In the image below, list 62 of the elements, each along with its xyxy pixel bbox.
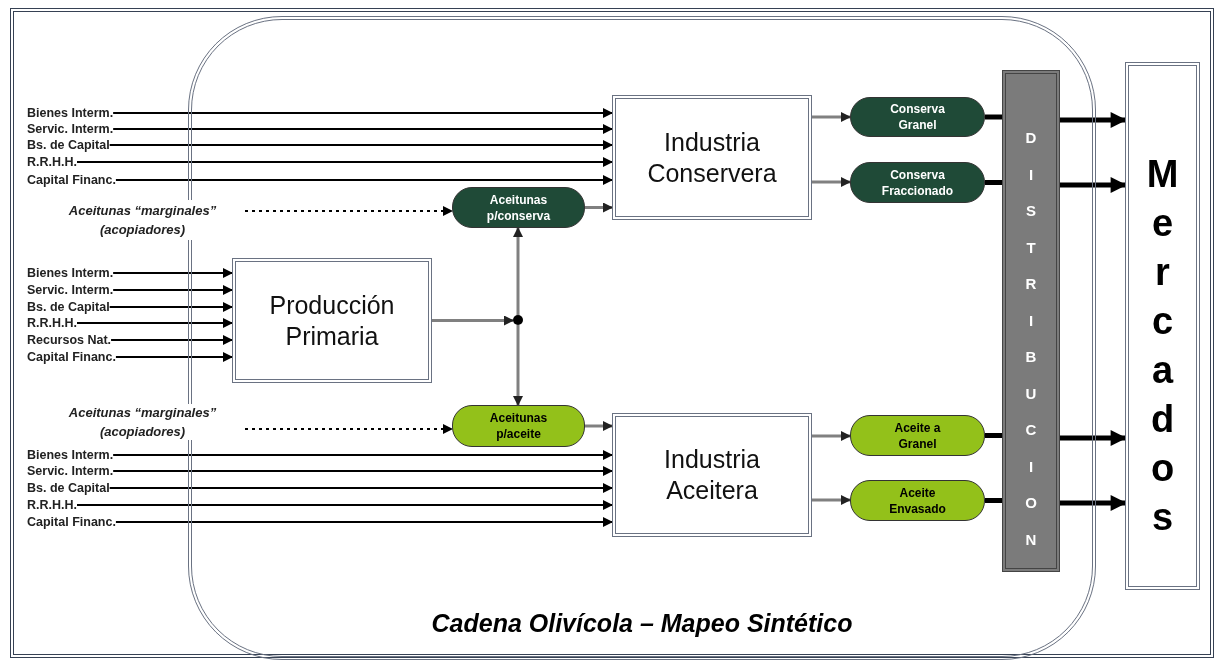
arrow — [112, 450, 613, 460]
product-pill: Aceitunas p/conserva — [452, 187, 585, 228]
input-label: Bienes Interm. — [27, 264, 114, 282]
arrow — [108, 302, 233, 312]
arrow — [110, 335, 233, 345]
input-label: Recursos Nat. — [27, 331, 112, 349]
process-box: Industria Aceitera — [612, 413, 812, 537]
arrow — [812, 495, 851, 505]
arrow — [76, 157, 613, 167]
connector-line — [985, 498, 1002, 503]
arrow — [1060, 177, 1127, 193]
arrow — [513, 325, 523, 406]
product-pill: Aceite Envasado — [850, 480, 985, 521]
arrow — [112, 285, 233, 295]
arrow — [812, 431, 851, 441]
input-label: Capital Financ. — [27, 171, 116, 189]
input-label: Capital Financ. — [27, 348, 116, 366]
arrow — [432, 315, 514, 326]
arrow — [585, 421, 613, 431]
arrow — [76, 318, 233, 328]
arrow — [108, 483, 613, 493]
process-box: Industria Conservera — [612, 95, 812, 220]
connector-line — [985, 433, 1002, 438]
product-pill: Conserva Granel — [850, 97, 985, 137]
input-label: Servic. Interm. — [27, 281, 114, 299]
distribution-bar: DISTRIBUCION — [1002, 70, 1060, 572]
arrow — [112, 268, 233, 278]
input-label: R.R.H.H. — [27, 496, 77, 514]
arrow — [513, 227, 523, 315]
dotted-arrow — [244, 424, 453, 434]
arrow — [108, 140, 613, 150]
arrow — [114, 175, 613, 185]
markets-box: Mercados — [1125, 62, 1200, 590]
arrow — [112, 124, 613, 134]
arrow — [812, 177, 851, 187]
input-label: Capital Financ. — [27, 513, 116, 531]
arrow — [76, 500, 613, 510]
product-pill: Aceite a Granel — [850, 415, 985, 456]
input-label: Bienes Interm. — [27, 104, 114, 122]
process-box: Producción Primaria — [232, 258, 432, 383]
arrow — [114, 517, 613, 527]
input-label: Bs. de Capital — [27, 136, 110, 154]
input-label: Servic. Interm. — [27, 462, 114, 480]
arrow — [585, 202, 613, 213]
input-label: Bs. de Capital — [27, 479, 110, 497]
connector-line — [985, 114, 1002, 120]
input-label: Bienes Interm. — [27, 446, 114, 464]
arrow — [1060, 495, 1127, 511]
dotted-arrow — [244, 206, 453, 216]
arrow — [1060, 112, 1127, 128]
product-pill: Aceitunas p/aceite — [452, 405, 585, 447]
arrow — [114, 352, 233, 362]
product-pill: Conserva Fraccionado — [850, 162, 985, 203]
arrow — [812, 112, 851, 122]
input-label: Servic. Interm. — [27, 120, 114, 138]
input-label: R.R.H.H. — [27, 314, 77, 332]
input-label: R.R.H.H. — [27, 153, 77, 171]
input-label: Bs. de Capital — [27, 298, 110, 316]
arrow — [112, 108, 613, 118]
arrow — [1060, 430, 1127, 446]
arrow — [112, 466, 613, 476]
connector-line — [985, 180, 1002, 185]
